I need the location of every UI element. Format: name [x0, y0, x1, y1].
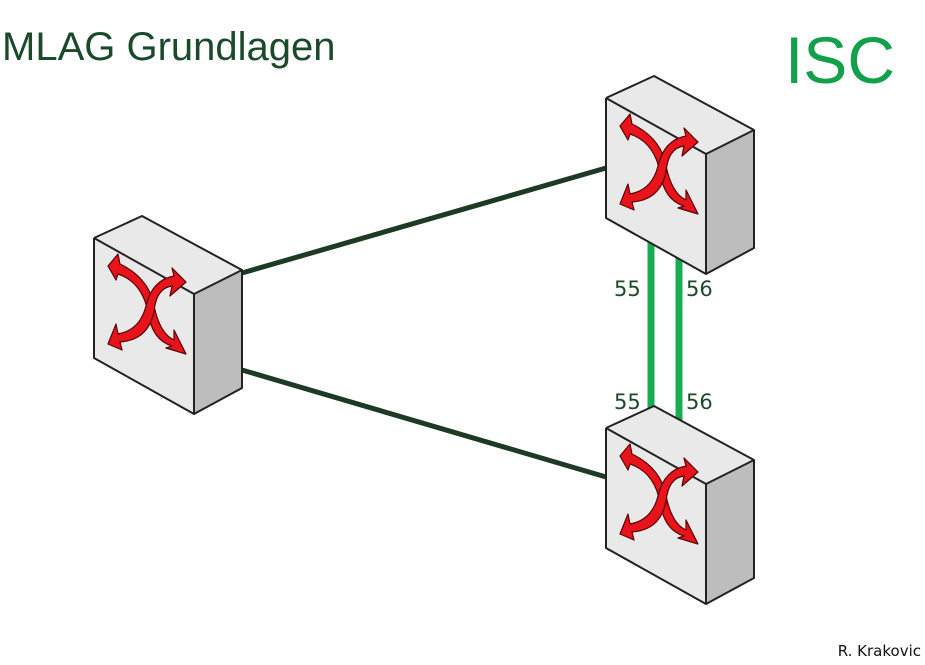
- author-credit: R. Krakovic: [837, 642, 921, 660]
- mlag-peer-top-icon: [605, 75, 755, 275]
- port-label-top-56: 56: [686, 277, 713, 301]
- port-label-bottom-56: 56: [686, 390, 713, 414]
- uplink-bottom: [241, 367, 607, 480]
- port-label-bottom-55: 55: [614, 390, 641, 414]
- topic-label: ISC: [784, 23, 895, 97]
- uplink-top: [241, 165, 607, 276]
- page-title: MLAG Grundlagen: [2, 25, 336, 69]
- access-switch-icon: [93, 215, 243, 415]
- port-label-top-55: 55: [614, 277, 641, 301]
- mlag-peer-bottom-icon: [605, 405, 755, 605]
